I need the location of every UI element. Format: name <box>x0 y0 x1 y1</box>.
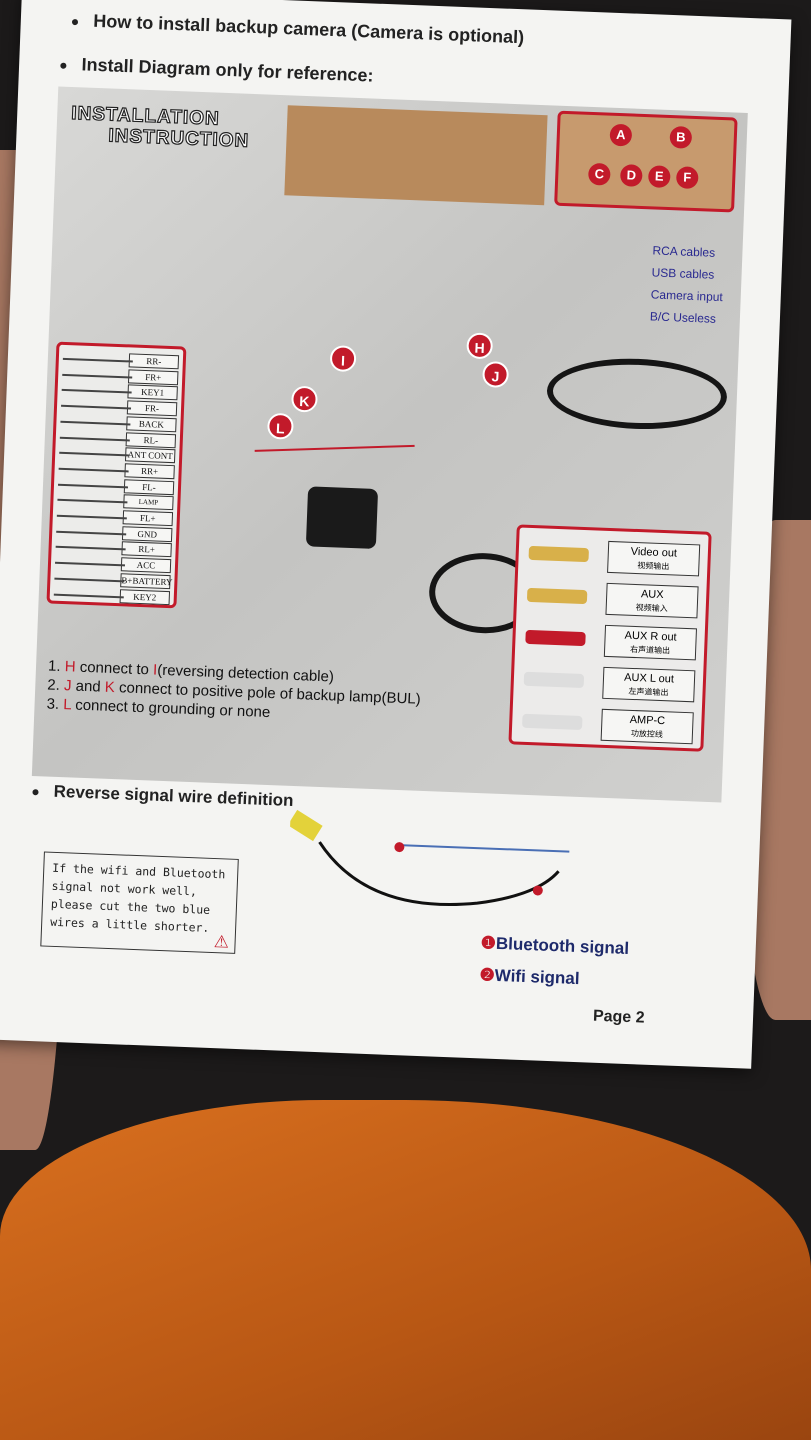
pin-label: B+BATTERY <box>120 573 173 589</box>
pin-wire <box>54 577 125 583</box>
marker-i: I <box>329 345 357 373</box>
pin-wire <box>54 561 126 567</box>
marker-k: K <box>291 385 318 413</box>
pin-wire <box>60 420 131 426</box>
reverse-cable-drawing <box>287 809 570 907</box>
header-line-2: Install Diagram only for reference: <box>59 53 374 86</box>
pin-label: RR- <box>128 353 180 370</box>
pin-label: FR+ <box>127 369 179 385</box>
pin-wire <box>61 389 132 394</box>
pin-label: ACC <box>120 557 172 574</box>
pin-wire <box>58 483 129 489</box>
pin-label: ANT CONT <box>124 447 176 464</box>
pin-wire <box>56 514 127 520</box>
pin-wire <box>57 499 128 504</box>
pin-wire <box>61 404 132 410</box>
pin-wire <box>62 357 133 363</box>
pin-label: BACK <box>126 416 177 433</box>
wifi-signal-label: ❷Wifi signal <box>479 965 580 989</box>
bluetooth-signal-label: ❶Bluetooth signal <box>480 933 630 959</box>
wire-harness <box>284 105 548 206</box>
pin-wire <box>56 530 127 536</box>
rca-plug <box>522 713 583 731</box>
marker-j: J <box>482 360 510 388</box>
rca-plug <box>528 545 589 563</box>
connector-c: C <box>587 162 611 186</box>
pin-wire <box>55 546 126 551</box>
pin-label: KEY2 <box>119 588 171 605</box>
connector-e: E <box>647 165 671 189</box>
connector-panel: A B C D E F <box>554 110 738 213</box>
page-number: Page 2 <box>592 1007 645 1027</box>
pin-label: RR+ <box>124 463 175 480</box>
pin-label: LAMP CONTROL <box>123 494 174 520</box>
marker-h: H <box>466 332 494 360</box>
pin-label: FL- <box>123 478 175 495</box>
pin-label: RL+ <box>121 541 172 558</box>
pin-wire <box>58 467 129 473</box>
connector-b: B <box>669 125 693 149</box>
pin-wire <box>59 451 130 457</box>
wifi-bluetooth-warning: If the wifi and Bluetooth signal not wor… <box>40 851 239 954</box>
pin-label: FR- <box>126 400 178 417</box>
reverse-heading: Reverse signal wire definition <box>31 781 294 811</box>
connector-d: D <box>619 164 643 187</box>
red-wire <box>254 444 415 452</box>
pin-label: FL+ <box>122 510 174 527</box>
backup-camera <box>305 486 379 549</box>
connection-notes: 1. H connect to I(reversing detection ca… <box>46 657 498 731</box>
connector-a: A <box>609 123 633 147</box>
pin-label: RL- <box>125 431 177 448</box>
marker-l: L <box>266 412 294 440</box>
pin-wire <box>53 593 124 598</box>
black-cable <box>545 355 729 433</box>
header-line-1: How to install backup camera (Camera is … <box>70 10 525 48</box>
warning-icon: ⚠ <box>213 925 230 954</box>
rca-plug <box>526 587 588 605</box>
pin-wire <box>62 373 133 379</box>
instruction-sheet: How to install backup camera (Camera is … <box>0 0 791 1069</box>
pin-wire <box>59 436 130 441</box>
rca-plug <box>525 629 586 647</box>
rca-plug <box>523 671 585 689</box>
connector-f: F <box>675 166 699 190</box>
orange-shirt <box>0 1100 811 1440</box>
pin-label: GND <box>121 525 173 542</box>
pin-label: KEY1 <box>127 384 178 401</box>
